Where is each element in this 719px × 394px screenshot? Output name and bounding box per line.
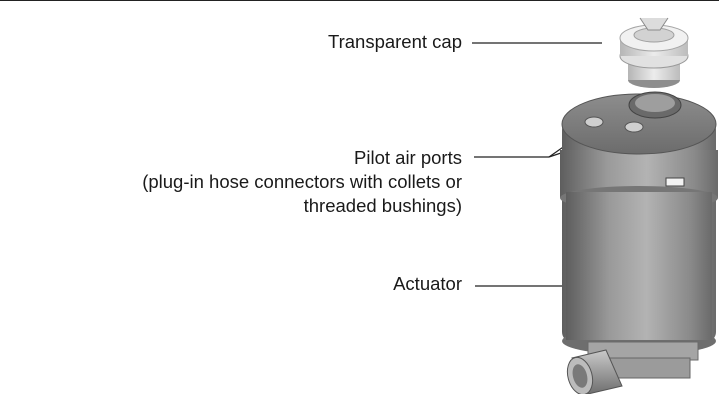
pilot-air-ports-line-3: threaded bushings) (303, 195, 462, 216)
transparent-cap-part (619, 17, 689, 88)
pilot-air-ports-line-1: Pilot air ports (354, 147, 462, 168)
pilot-air-ports-label: Pilot air ports (plug-in hose connectors… (142, 146, 462, 218)
actuator-part (560, 91, 718, 355)
pilot-air-ports-line-2: (plug-in hose connectors with collets or (142, 171, 462, 192)
transparent-cap-label: Transparent cap (327, 31, 462, 52)
actuator-label: Actuator (393, 273, 462, 294)
top-border-rule (0, 0, 719, 1)
valve-body-part (566, 341, 699, 394)
